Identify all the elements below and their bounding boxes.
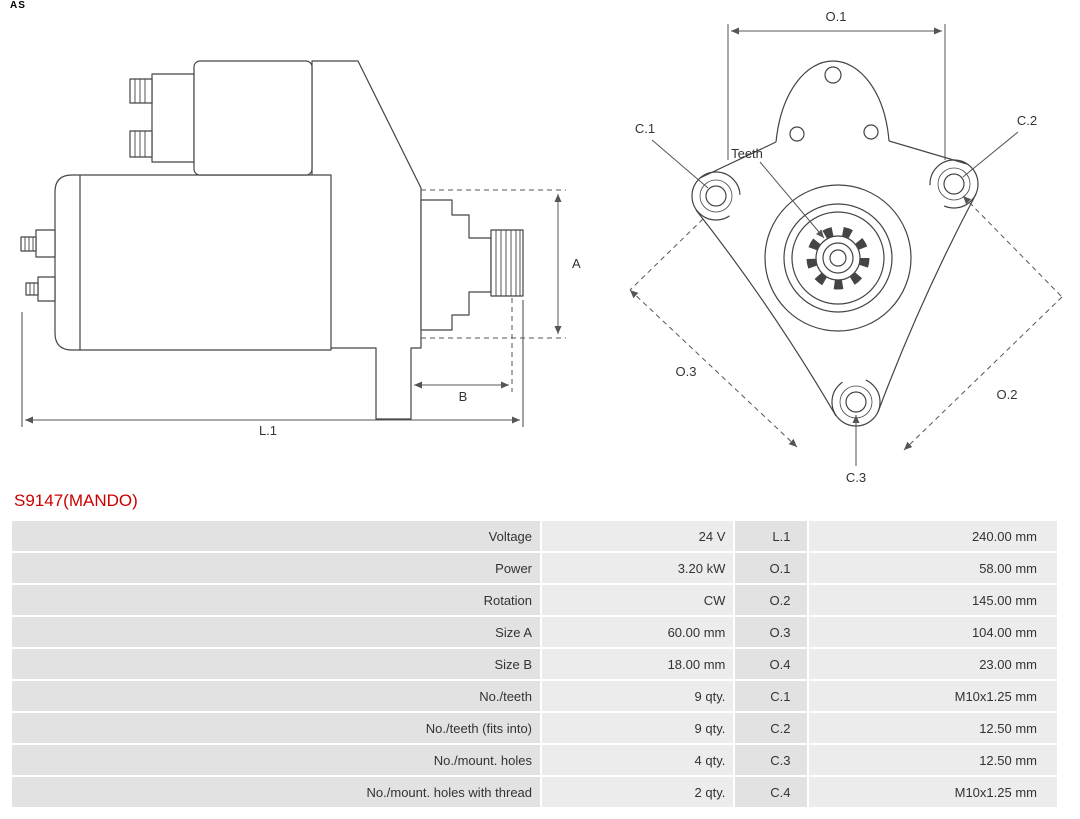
spec-cell-dim_value: M10x1.25 mm [808,681,1057,711]
spec-cell-label: No./teeth [12,681,541,711]
spec-cell-label: Power [12,553,541,583]
nose-cone [420,199,492,331]
spec-cell-label: Rotation [12,585,541,615]
spec-cell-dim: C.2 [735,713,807,743]
solenoid-stud [129,130,153,158]
body-terminal-bolt [35,229,56,258]
starter-side-view [20,60,524,427]
drive-end-bracket [311,60,422,420]
dim-label-a: A [572,256,581,271]
spec-cell-dim_value: 58.00 mm [808,553,1057,583]
spec-cell-value: 24 V [542,521,734,551]
spec-cell-dim: C.4 [735,777,807,807]
side-view-dimensions [25,189,566,424]
dim-label-o3: O.3 [676,364,697,379]
pilot-circle [764,184,912,332]
teeth-label: Teeth [731,146,763,161]
mount-hole-c3 [845,391,867,413]
spec-cell-dim_value: 240.00 mm [808,521,1057,551]
spec-cell-value: 9 qty. [542,713,734,743]
top-hole [824,66,842,84]
body-terminal-bolt [37,276,56,302]
spec-cell-dim_value: 104.00 mm [808,617,1057,647]
spec-cell-value: 18.00 mm [542,649,734,679]
brand-logo: AS [10,0,26,11]
mount-hole-c1 [705,185,727,207]
gear-teeth [806,226,870,290]
spec-cell-value: 9 qty. [542,681,734,711]
spec-cell-value: 4 qty. [542,745,734,775]
shoulder-hole [789,126,805,142]
technical-drawing: A B L.1 [20,9,1063,485]
solenoid-cap [151,73,195,163]
gear-root-circle [815,235,861,281]
dim-label-c2: C.2 [1017,113,1037,128]
starter-front-view [691,60,979,427]
spec-cell-value: CW [542,585,734,615]
spec-cell-dim: O.4 [735,649,807,679]
spec-cell-dim: C.1 [735,681,807,711]
spec-cell-label: Voltage [12,521,541,551]
spec-cell-value: 2 qty. [542,777,734,807]
solenoid-body [193,60,313,176]
spec-cell-value: 60.00 mm [542,617,734,647]
spec-cell-label: No./mount. holes [12,745,541,775]
shoulder-hole [863,124,879,140]
spec-cell-dim_value: 12.50 mm [808,713,1057,743]
spec-cell-dim: O.2 [735,585,807,615]
part-number: S9147(MANDO) [14,491,138,510]
mount-hole-c2 [943,173,965,195]
spec-cell-label: No./mount. holes with thread [12,777,541,807]
motor-body [54,174,332,351]
dim-label-o1: O.1 [826,9,847,24]
spec-cell-dim: L.1 [735,521,807,551]
dim-label-l1: L.1 [259,423,277,438]
dim-label-o2: O.2 [997,387,1018,402]
solenoid-stud [129,78,153,104]
front-view-dimensions [629,24,1063,466]
spec-cell-dim: O.3 [735,617,807,647]
spec-cell-dim_value: 23.00 mm [808,649,1057,679]
dim-label-c3: C.3 [846,470,866,485]
spec-cell-dim_value: 12.50 mm [808,745,1057,775]
dim-label-c1: C.1 [635,121,655,136]
spec-cell-dim_value: 145.00 mm [808,585,1057,615]
spec-cell-label: Size A [12,617,541,647]
spec-cell-dim: C.3 [735,745,807,775]
spec-cell-label: Size B [12,649,541,679]
spec-cell-dim_value: M10x1.25 mm [808,777,1057,807]
spec-cell-dim: O.1 [735,553,807,583]
spec-cell-label: No./teeth (fits into) [12,713,541,743]
spec-cell-value: 3.20 kW [542,553,734,583]
dim-label-b: B [459,389,468,404]
flange-top-arch [775,60,890,143]
